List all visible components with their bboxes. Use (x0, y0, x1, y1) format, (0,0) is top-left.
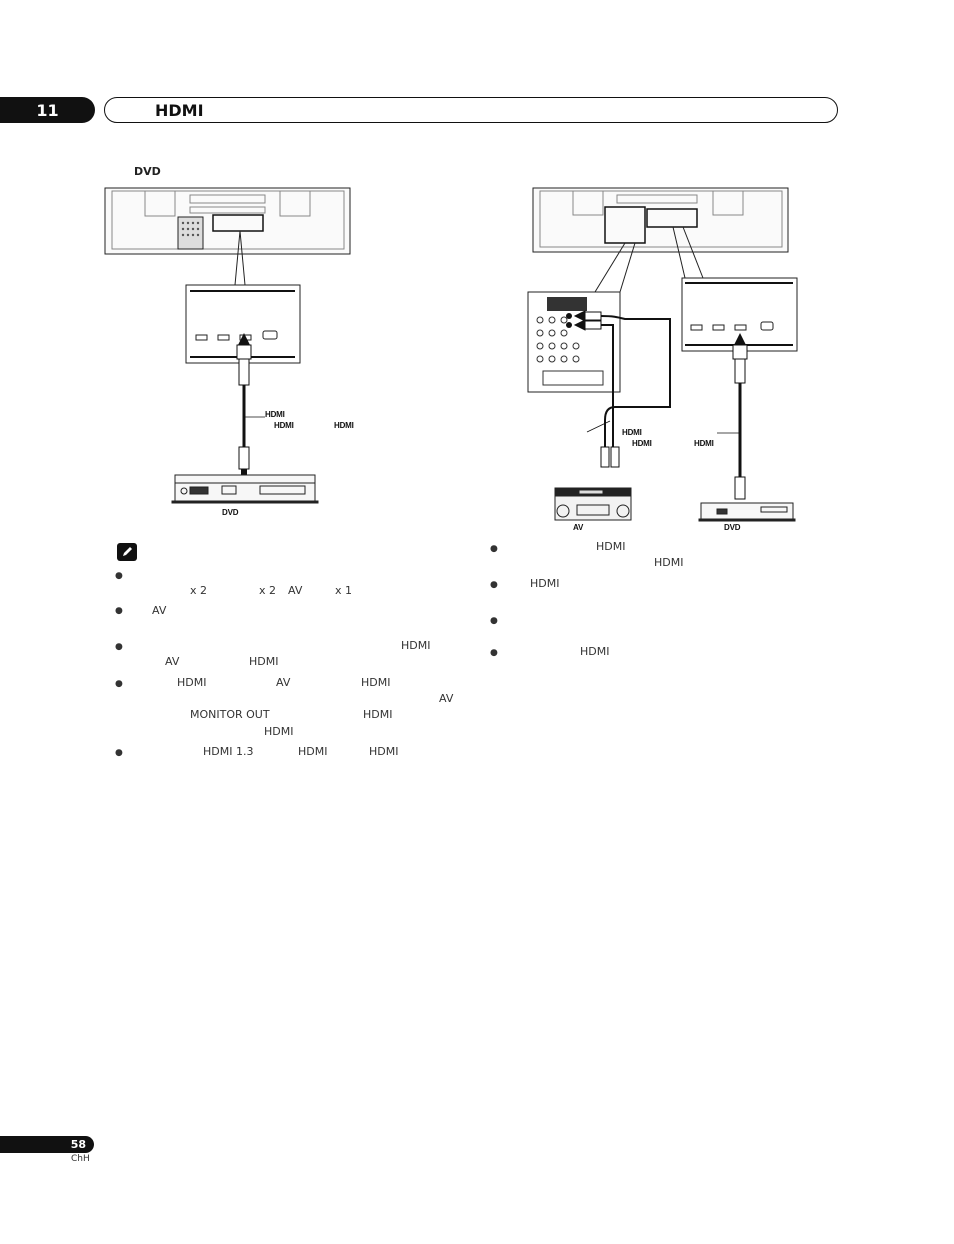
right-hdmi-label-1: HDMI (622, 428, 642, 437)
right-dvd-label: DVD (724, 523, 741, 532)
note-fragment: HDMI (530, 577, 560, 590)
note-fragment: x 2 (190, 584, 208, 597)
hdmi-cable-right (732, 333, 748, 500)
dvd-player-right (698, 502, 796, 522)
note-fragment: HDMI (264, 725, 294, 738)
note-fragment: AV (288, 584, 303, 597)
note-fragment: HDMI (596, 540, 626, 553)
note-fragment: x 1 (335, 584, 353, 597)
left-dvd-label: DVD (222, 508, 239, 517)
note-fragment: MONITOR OUT (190, 708, 270, 721)
note-fragment: HDMI (249, 655, 279, 668)
dvd-player-left (171, 474, 319, 504)
left-connection-diagram (104, 187, 351, 504)
right-connection-diagram (527, 187, 798, 522)
page-language-code: ChH (71, 1154, 90, 1164)
note-fragment: HDMI (177, 676, 207, 689)
page-number: 58 (0, 1136, 94, 1153)
note-fragment: HDMI (369, 745, 399, 758)
hdmi-port-closeup-panel (185, 284, 301, 364)
rca-cables (573, 310, 671, 468)
note-fragment: AV (152, 604, 167, 617)
note-fragment: HDMI (401, 639, 431, 652)
left-hdmi-label-3: HDMI (334, 421, 354, 430)
right-hdmi-label-3: HDMI (694, 439, 714, 448)
tv-rear-panel (104, 187, 351, 255)
note-fragment: HDMI (361, 676, 391, 689)
note-fragment: AV (165, 655, 180, 668)
right-hdmi-label-2: HDMI (632, 439, 652, 448)
note-fragment: HDMI (298, 745, 328, 758)
av-receiver (554, 487, 632, 521)
av-io-closeup-panel (527, 291, 621, 393)
tv-io-grid (181, 221, 200, 237)
tv-rear-panel (532, 187, 789, 253)
right-av-label: AV (573, 523, 584, 532)
note-fragment: HDMI 1.3 (203, 745, 254, 758)
note-fragment: HDMI (580, 645, 610, 658)
note-fragment: HDMI (363, 708, 393, 721)
note-fragment: AV (276, 676, 291, 689)
header-bar (104, 97, 838, 123)
pencil-note-icon (117, 543, 137, 561)
note-fragment: x 2 (259, 584, 277, 597)
chapter-number-tab: 11 (0, 97, 95, 123)
page-title: HDMI (155, 101, 204, 120)
note-fragment: AV (439, 692, 454, 705)
hdmi-cable-left (236, 333, 252, 475)
left-hdmi-label-2: HDMI (274, 421, 294, 430)
note-fragment: HDMI (654, 556, 684, 569)
left-hdmi-label-1: HDMI (265, 410, 285, 419)
section-title: DVD (134, 165, 161, 178)
